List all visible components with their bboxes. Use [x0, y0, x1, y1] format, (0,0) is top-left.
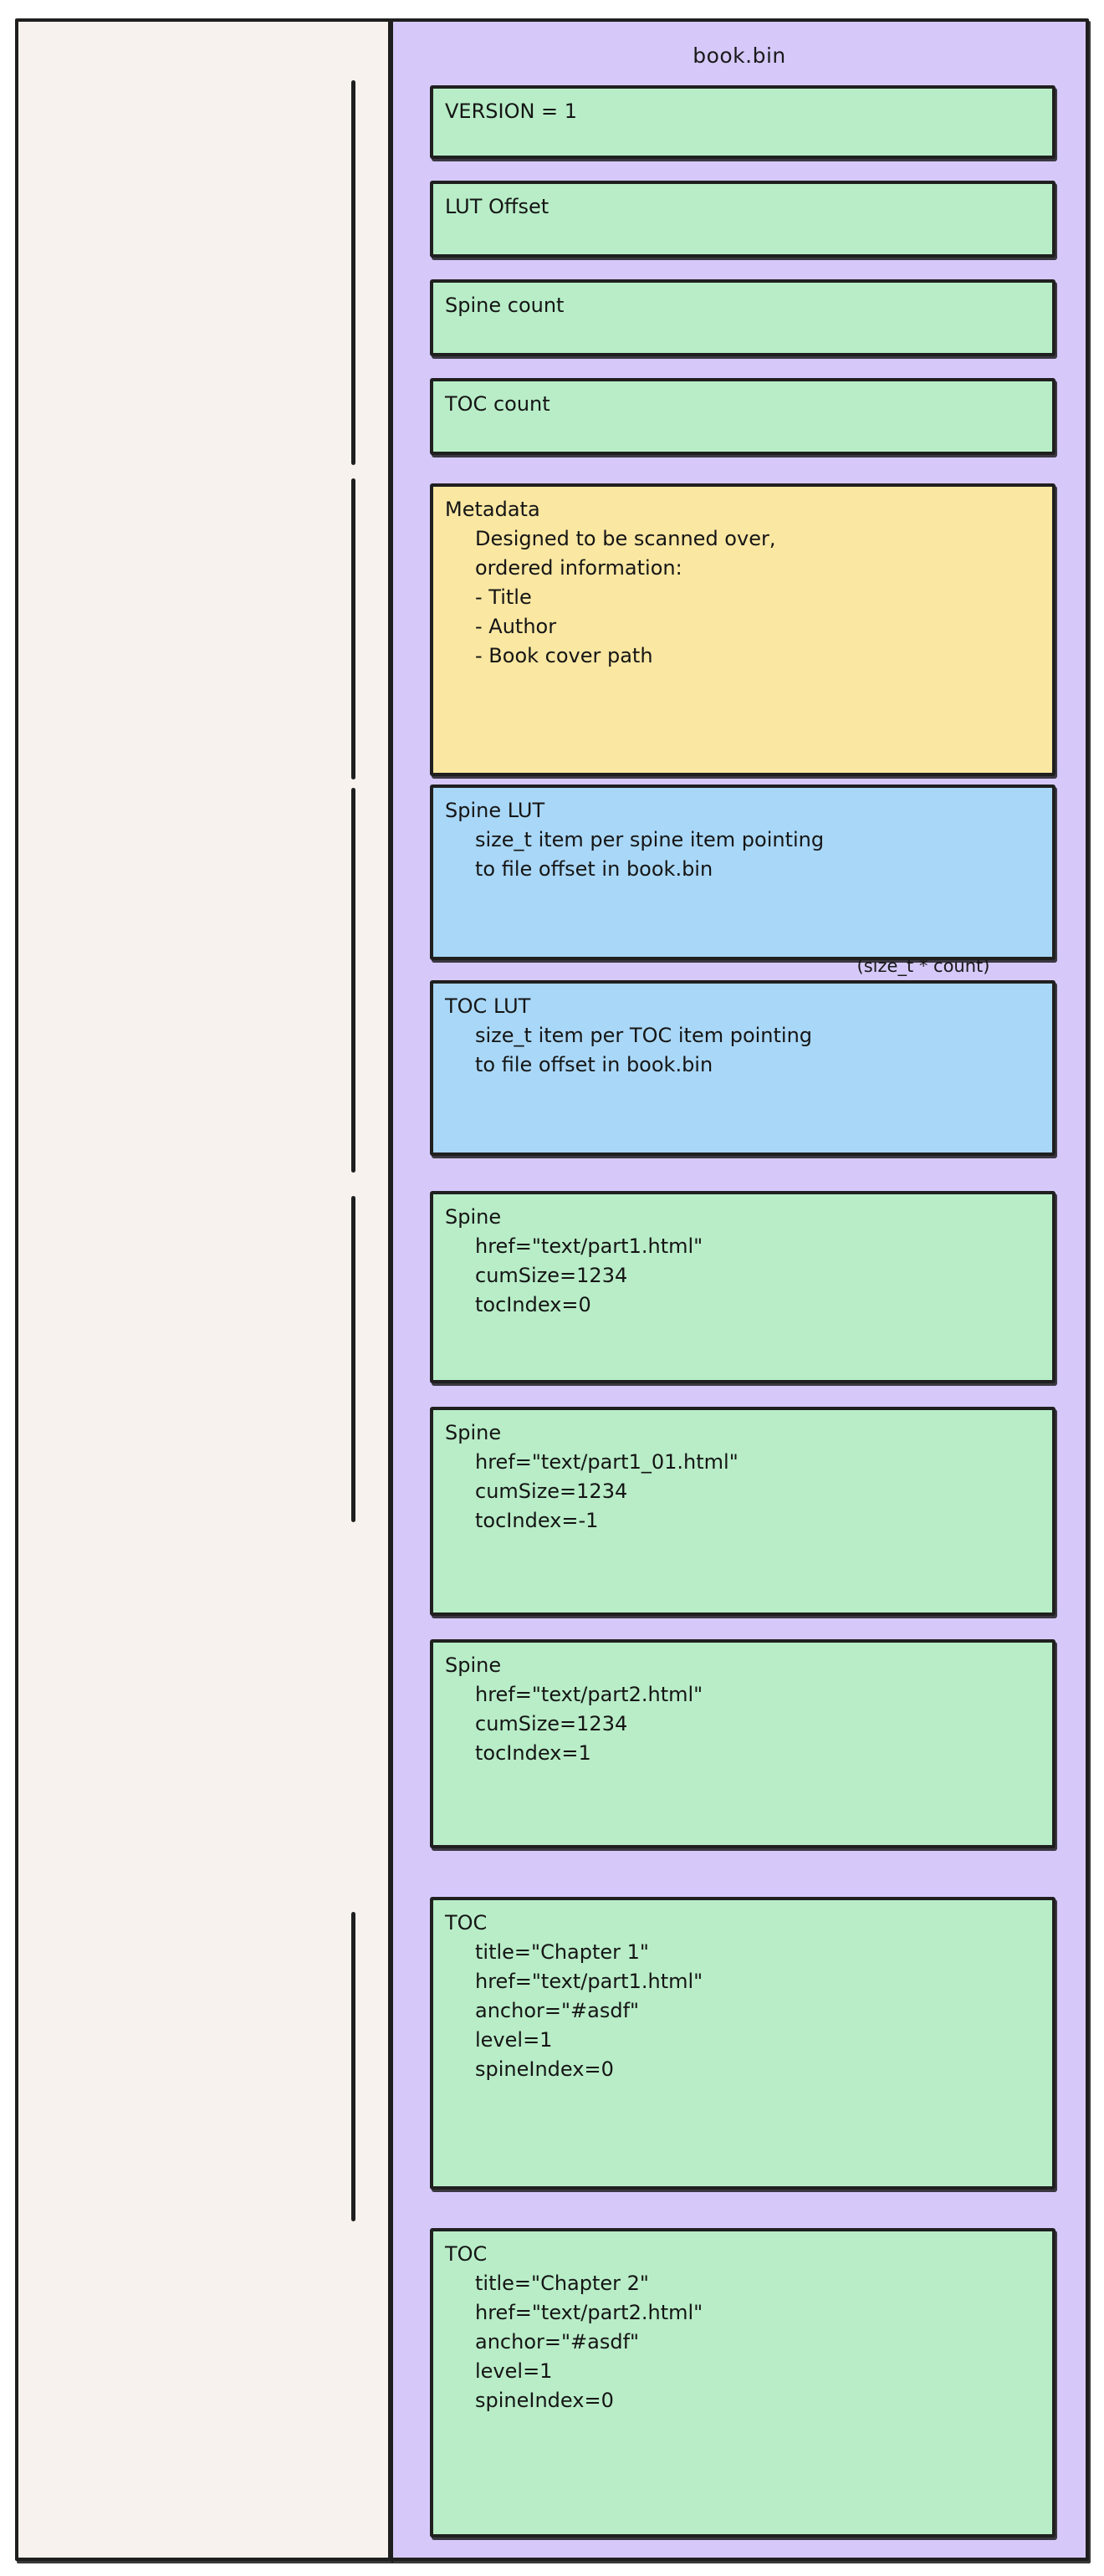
block-body: size_t item per TOC item pointing to fil…: [475, 1024, 813, 1076]
block-body: href="text/part1.html" cumSize=1234 tocI…: [475, 1234, 703, 1316]
block-title: TOC: [445, 2242, 488, 2266]
block-11-toc: TOC title="Chapter 2" href="text/part2.ht…: [430, 2228, 1055, 2538]
block-title: LUT Offset: [445, 195, 549, 218]
block-title: Spine count: [445, 294, 565, 317]
block-7-spine: Spine href="text/part1.html" cumSize=1234…: [430, 1191, 1055, 1383]
block-6-toc-lut: TOC LUT size_t item per TOC item pointing…: [430, 980, 1055, 1156]
group-bracket-3: [351, 1196, 355, 1522]
block-0-version-1: VERSION = 1: [430, 85, 1055, 159]
block-body: href="text/part1_01.html" cumSize=1234 t…: [475, 1450, 739, 1532]
page-title: book.bin: [693, 43, 786, 68]
block-2-spine-count: Spine count: [430, 279, 1055, 356]
block-5-spine-lut: Spine LUT size_t item per spine item poin…: [430, 785, 1055, 960]
block-title: TOC LUT: [445, 994, 531, 1018]
block-body: Designed to be scanned over, ordered inf…: [475, 527, 776, 667]
group-bracket-4: [351, 1912, 355, 2221]
block-title: TOC: [445, 1911, 488, 1935]
block-body: href="text/part2.html" cumSize=1234 tocI…: [475, 1683, 703, 1765]
block-body: title="Chapter 1" href="text/part1.html"…: [475, 1940, 703, 2081]
block-title: Spine: [445, 1421, 502, 1444]
block-title: TOC count: [445, 392, 550, 416]
block-body: size_t item per spine item pointing to f…: [475, 828, 825, 881]
block-title: Metadata: [445, 498, 540, 521]
group-bracket-1: [351, 478, 355, 779]
block-1-lut-offset: LUT Offset: [430, 181, 1055, 258]
block-10-toc: TOC title="Chapter 1" href="text/part1.ht…: [430, 1897, 1055, 2190]
block-title: Spine LUT: [445, 799, 545, 822]
block-3-toc-count: TOC count: [430, 378, 1055, 455]
group-bracket-0: [351, 80, 355, 465]
block-title: VERSION = 1: [445, 100, 578, 123]
legend-panel: [15, 18, 391, 2561]
block-title: Spine: [445, 1205, 502, 1229]
block-title: Spine: [445, 1653, 502, 1677]
block-9-spine: Spine href="text/part2.html" cumSize=1234…: [430, 1639, 1055, 1848]
block-8-spine: Spine href="text/part1_01.html" cumSize=1…: [430, 1407, 1055, 1616]
group-bracket-2: [351, 788, 355, 1173]
block-body: title="Chapter 2" href="text/part2.html"…: [475, 2272, 703, 2412]
